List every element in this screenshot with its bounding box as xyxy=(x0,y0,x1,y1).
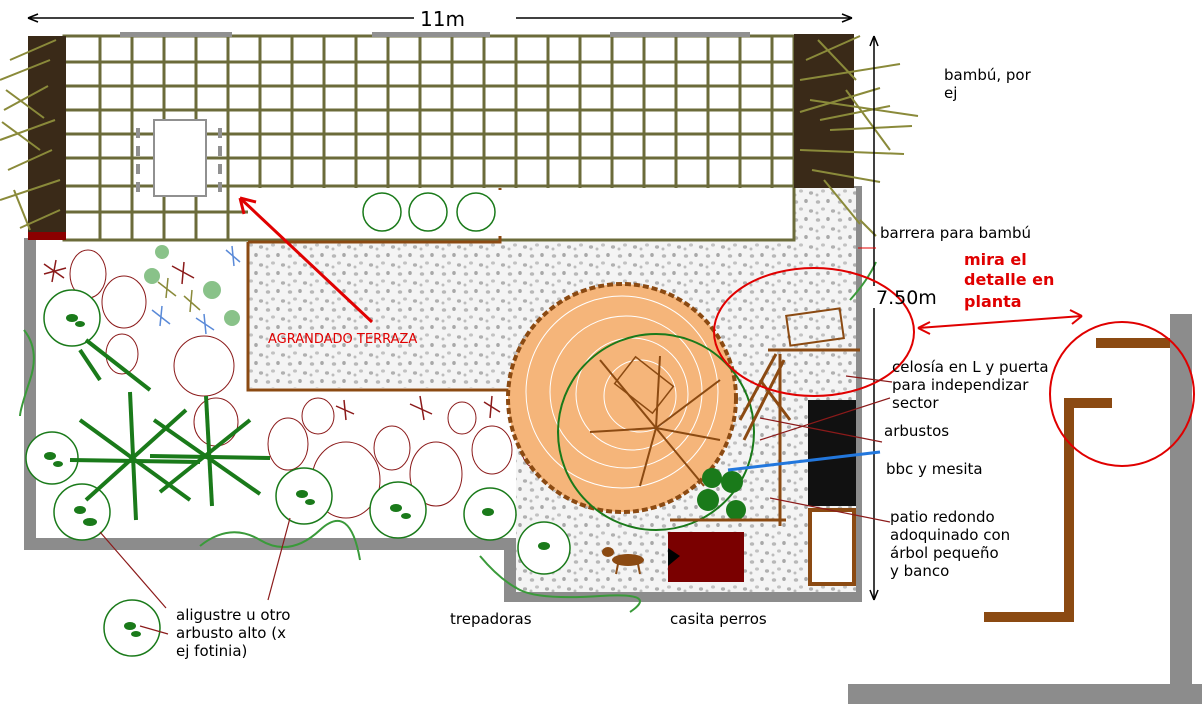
round-patio-label-3: árbol pequeño xyxy=(890,544,999,562)
round-patio-label-4: y banco xyxy=(890,562,950,580)
terrace-table xyxy=(136,119,222,197)
planter-circles xyxy=(356,190,502,236)
palm-trees xyxy=(69,338,271,521)
bbq xyxy=(808,400,856,506)
annotations-red xyxy=(238,196,1195,467)
shrubs-label: arbustos xyxy=(884,422,950,440)
ground-cover xyxy=(144,245,240,326)
bamboo-plants xyxy=(0,35,919,237)
side-table xyxy=(808,508,856,586)
lattice-label-3: sector xyxy=(892,394,939,412)
star-plants xyxy=(43,245,501,421)
see-detail-label-1: mira el xyxy=(964,250,1027,269)
doghouse xyxy=(668,532,744,582)
bbq-arrow xyxy=(727,450,881,472)
lattice-label-1: celosía en L y puerta xyxy=(892,358,1049,376)
doghouse-label: casita perros xyxy=(670,610,767,628)
see-detail-label-2: detalle en xyxy=(964,270,1055,289)
see-detail-label-3: planta xyxy=(964,292,1022,311)
doghouse-door xyxy=(668,548,680,566)
height-dimension xyxy=(869,35,879,601)
privet-label-2: arbusto alto (x xyxy=(176,624,286,642)
round-patio-label-1: patio redondo xyxy=(890,508,995,526)
patio-tree xyxy=(589,355,721,487)
round-patio-label-2: adoquinado con xyxy=(890,526,1011,544)
bamboo-label-2: ej xyxy=(944,84,958,102)
bbq-label: bbc y mesita xyxy=(886,460,983,478)
bamboo-label-1: bambú, por xyxy=(944,66,1031,84)
privet-label-1: aligustre u otro xyxy=(176,606,291,624)
tall-shrub-leaves xyxy=(44,314,550,637)
dog xyxy=(602,547,644,575)
climbers-label: trepadoras xyxy=(450,610,532,628)
height-label: 7.50m xyxy=(876,287,937,309)
enlarged-terrace-label: AGRANDADO TERRAZA xyxy=(268,332,418,347)
bamboo-barrier-label: barrera para bambú xyxy=(880,224,1032,242)
patio-bench xyxy=(613,355,675,415)
patio-shrubs xyxy=(697,468,746,520)
width-label: 11m xyxy=(420,7,465,31)
privet-label-3: ej fotinia) xyxy=(176,642,248,660)
width-dimension xyxy=(27,13,853,23)
lattice xyxy=(670,307,860,526)
detail-inset xyxy=(848,314,1202,704)
lattice-label-2: para independizar xyxy=(892,376,1029,394)
leader-lines xyxy=(99,375,893,635)
